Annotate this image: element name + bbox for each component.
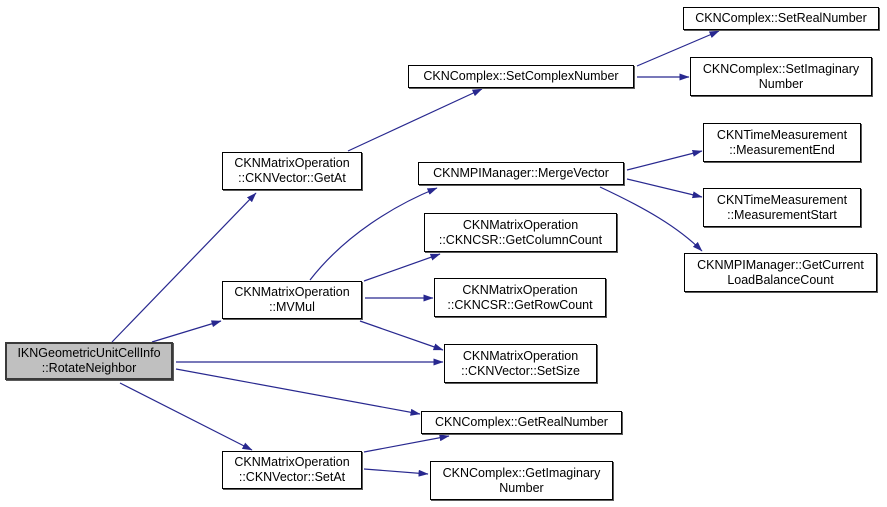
node-getrealnumber[interactable]: CKNComplex::GetRealNumber [421, 411, 622, 434]
node-measurementend[interactable]: CKNTimeMeasurement ::MeasurementEnd [703, 123, 861, 162]
node-setcomplexnumber[interactable]: CKNComplex::SetComplexNumber [408, 65, 634, 88]
edge-setat-getrealnumber [363, 434, 450, 453]
node-label: CKNMatrixOperation [234, 455, 350, 469]
node-label: ::MeasurementStart [727, 207, 837, 222]
node-getcolumncount[interactable]: CKNMatrixOperation ::CKNCSR::GetColumnCo… [424, 213, 617, 252]
edge-mergevector-getcurrentloadbalance [599, 186, 703, 252]
node-label: CKNMatrixOperation [234, 285, 350, 299]
node-getrowcount[interactable]: CKNMatrixOperation ::CKNCSR::GetRowCount [434, 278, 606, 317]
node-label: CKNComplex::GetRealNumber [435, 415, 608, 429]
node-mergevector[interactable]: CKNMPIManager::MergeVector [418, 162, 624, 185]
edge-rotateneighbor-getat [111, 192, 257, 343]
node-label: ::CKNVector::GetAt [238, 171, 346, 185]
node-label: IKNGeometricUnitCellInfo [17, 346, 161, 360]
node-label: ::MVMul [269, 300, 315, 314]
node-label: CKNComplex::SetImaginary [702, 61, 860, 76]
node-setimaginarynumber[interactable]: CKNComplex::SetImaginary Number [690, 57, 872, 96]
edge-rotateneighbor-setat [119, 382, 253, 451]
edge-setat-getimaginarynumber [363, 468, 429, 477]
node-label: CKNMatrixOperation [462, 282, 578, 297]
node-label: ::RotateNeighbor [41, 361, 137, 375]
node-label: ::CKNVector::SetSize [461, 363, 580, 378]
edge-mergevector-measurementend [626, 149, 703, 171]
node-label: CKNMatrixOperation [234, 156, 350, 170]
node-label: Number [499, 480, 544, 495]
edge-mvmul-mergevector [309, 187, 438, 281]
node-label: Number [758, 76, 804, 91]
edge-mergevector-measurementstart [626, 178, 703, 199]
node-label: CKNMPIManager::MergeVector [433, 166, 609, 180]
node-rotateneighbor: IKNGeometricUnitCellInfo ::RotateNeighbo… [5, 342, 173, 380]
edge-rotateneighbor-mvmul [151, 320, 222, 343]
edge-mvmul-setsize [359, 320, 444, 351]
node-label: CKNTimeMeasurement [716, 192, 848, 207]
edge-setcomplexnumber-setrealnumber [636, 30, 720, 67]
node-label: CKNMPIManager::GetCurrent [697, 257, 864, 272]
node-label: CKNMatrixOperation [462, 217, 579, 232]
node-getcurrentloadbalance[interactable]: CKNMPIManager::GetCurrent LoadBalanceCou… [684, 253, 877, 292]
node-label: CKNComplex::GetImaginary [442, 465, 601, 480]
node-getimaginarynumber[interactable]: CKNComplex::GetImaginary Number [430, 461, 613, 500]
node-setat[interactable]: CKNMatrixOperation ::CKNVector::SetAt [222, 451, 362, 489]
node-setsize[interactable]: CKNMatrixOperation ::CKNVector::SetSize [444, 344, 597, 383]
node-measurementstart[interactable]: CKNTimeMeasurement ::MeasurementStart [703, 188, 861, 227]
node-label: CKNTimeMeasurement [716, 127, 848, 142]
node-label: ::MeasurementEnd [729, 142, 835, 157]
node-label: ::CKNCSR::GetColumnCount [438, 232, 603, 247]
edge-getat-setcomplexnumber [347, 88, 483, 152]
edge-mvmul-getcolumncount [363, 253, 441, 282]
node-setrealnumber[interactable]: CKNComplex::SetRealNumber [683, 7, 879, 30]
node-label: CKNMatrixOperation [462, 348, 579, 363]
node-label: LoadBalanceCount [727, 272, 834, 287]
node-mvmul[interactable]: CKNMatrixOperation ::MVMul [222, 281, 362, 319]
node-label: ::CKNVector::SetAt [238, 470, 346, 484]
edge-rotateneighbor-getrealnumber [175, 368, 421, 416]
node-label: ::CKNCSR::GetRowCount [447, 297, 593, 312]
node-label: CKNComplex::SetRealNumber [695, 11, 867, 25]
node-label: CKNComplex::SetComplexNumber [423, 69, 619, 83]
node-getat[interactable]: CKNMatrixOperation ::CKNVector::GetAt [222, 152, 362, 190]
